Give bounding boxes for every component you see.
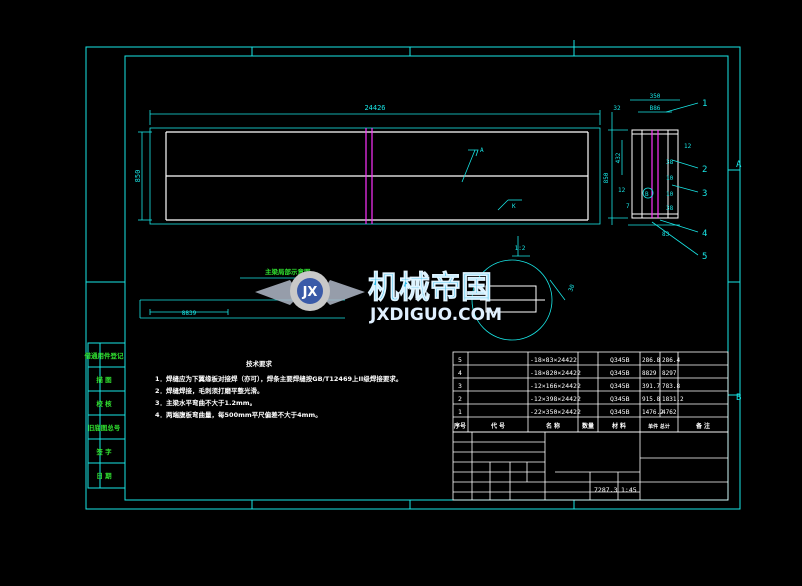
side-dim-bottom-1: 12: [618, 187, 626, 194]
bom-row-3-spec: -12×166×24422: [530, 382, 581, 390]
bom-row-1-spec: -18×83×24422: [530, 356, 577, 364]
strip-label-1: 借通用件登记: [84, 351, 125, 360]
bom-row-1-mat: Q345B: [610, 356, 630, 364]
side-dim-right-2: 38: [666, 159, 674, 166]
note-4: 4．两端腹板弯曲量，每500mm平尺偏差不大于4mm。: [155, 410, 322, 419]
title-scale: 1:45: [621, 486, 637, 494]
bom-row-2-no: 4: [458, 369, 462, 377]
bom-row-5-mat: Q345B: [610, 408, 630, 416]
side-center-label: B: [645, 191, 649, 198]
balloon-1: 1: [702, 99, 707, 109]
bom-row-2-w2: 8297: [662, 370, 677, 377]
bom-row-3-w2: 783.8: [662, 383, 680, 390]
balloon-4: 4: [702, 229, 707, 239]
balloon-3: 3: [702, 189, 707, 199]
bom-row-1-w1: 286.8: [642, 357, 660, 364]
note-1: 1．焊缝应为下翼缘板对接焊（亦可），焊条主要焊缝按GB/T12469上II级焊接…: [155, 374, 402, 383]
bom-head-name: 名 称: [546, 422, 560, 430]
bom-row-5-spec: -22×350×24422: [530, 408, 581, 416]
watermark-badge: JX: [302, 285, 318, 300]
side-dim-bottom-2: 7: [626, 203, 630, 210]
note-3: 3．主梁水平弯曲不大于1.2mm。: [155, 398, 256, 407]
grid-marker-a: A: [736, 160, 742, 170]
section-marker-bottom: K: [512, 203, 516, 210]
grid-marker-b: B: [736, 393, 741, 403]
watermark-cn: 机械帝国: [368, 270, 492, 306]
dim-height: 850: [134, 170, 142, 183]
dim-overall-length: 24426: [364, 104, 385, 112]
side-section-view: 350 B86 32 850 432 12 7 83 12 38 10 10 3…: [603, 93, 707, 262]
bom-row-1-w2: 286.4: [662, 357, 680, 364]
bom-head-material: 材 料: [611, 422, 626, 430]
drawing-frame: [85, 40, 741, 510]
bom-head-no: 序号: [453, 422, 466, 430]
side-dim-bottom-3: 83: [662, 231, 670, 238]
strip-label-4: 旧底图总号: [88, 423, 121, 432]
partial-view-label: 主梁局部示意图: [265, 267, 311, 276]
bom-row-4-mat: Q345B: [610, 395, 630, 403]
technical-notes: 技术要求 1．焊缝应为下翼缘板对接焊（亦可），焊条主要焊缝按GB/T12469上…: [155, 359, 402, 419]
strip-label-5: 签 字: [95, 447, 112, 456]
side-dim-right-4: 10: [666, 191, 674, 198]
note-2: 2．焊缝焊接，毛刺须打磨平整光滑。: [155, 386, 264, 395]
side-dim-right-5: 38: [666, 205, 674, 212]
strip-label-3: 校 核: [96, 399, 112, 408]
balloon-2: 2: [702, 165, 707, 175]
side-dim-width-inner: B86: [650, 105, 661, 112]
partial-view-dim: 8839: [182, 310, 197, 317]
strip-label-6: 日 期: [96, 471, 112, 480]
bom-row-4-w2: 1831.2: [662, 396, 684, 403]
left-sign-strip: [87, 342, 126, 489]
balloon-5: 5: [702, 252, 707, 262]
title-block: 7287.3 1:45: [452, 431, 729, 501]
side-dim-right-3: 10: [666, 175, 674, 182]
watermark-en: JXDIGUO.COM: [369, 305, 502, 325]
bom-row-2-mat: Q345B: [610, 369, 630, 377]
bom-row-5-w1: 1476.2: [642, 409, 664, 416]
bom-row-3-no: 3: [458, 382, 462, 390]
site-watermark: JX 机械帝国 JXDIGUO.COM: [255, 270, 502, 325]
watermark-logo-icon: JX: [255, 271, 365, 311]
bom-row-4-no: 2: [458, 395, 462, 403]
side-dim-left-offset: 32: [613, 105, 621, 112]
bom-row-2-spec: -18×820×24422: [530, 369, 581, 377]
bom-row-4-spec: -12×398×24422: [530, 395, 581, 403]
bom-row-5-w2: 4762: [662, 409, 677, 416]
main-beam-view: 24426 850 A K: [134, 104, 601, 225]
bom-head-weight: 单件 总计: [648, 423, 670, 430]
side-dim-width-top: 350: [650, 93, 661, 100]
bom-row-5-no: 1: [458, 408, 462, 416]
bom-row-2-w1: 8829: [642, 370, 657, 377]
notes-title: 技术要求: [246, 359, 273, 368]
bom-row-3-w1: 391.7: [642, 383, 660, 390]
bom-head-code: 代 号: [490, 422, 505, 430]
bottom-partial-view: 主梁局部示意图 8839 1:2 30: [139, 236, 576, 341]
side-dim-height: 850: [603, 172, 610, 183]
bom-head-remark: 备 注: [695, 422, 710, 430]
section-marker-top: A: [480, 147, 484, 154]
bom-row-4-w1: 915.8: [642, 396, 660, 403]
title-weight: 7287.3: [594, 486, 618, 494]
detail-dim: 30: [567, 283, 576, 293]
bom-table: 5 -18×83×24422 Q345B 286.8 286.4 4 -18×8…: [452, 351, 729, 433]
detail-scale: 1:2: [515, 245, 526, 252]
side-dim-inner-height: 432: [615, 152, 622, 163]
bom-head-qty: 数量: [582, 422, 594, 430]
bom-row-1-no: 5: [458, 356, 462, 364]
strip-label-2: 描 图: [96, 375, 112, 384]
bom-row-3-mat: Q345B: [610, 382, 630, 390]
side-dim-right-1: 12: [684, 143, 692, 150]
